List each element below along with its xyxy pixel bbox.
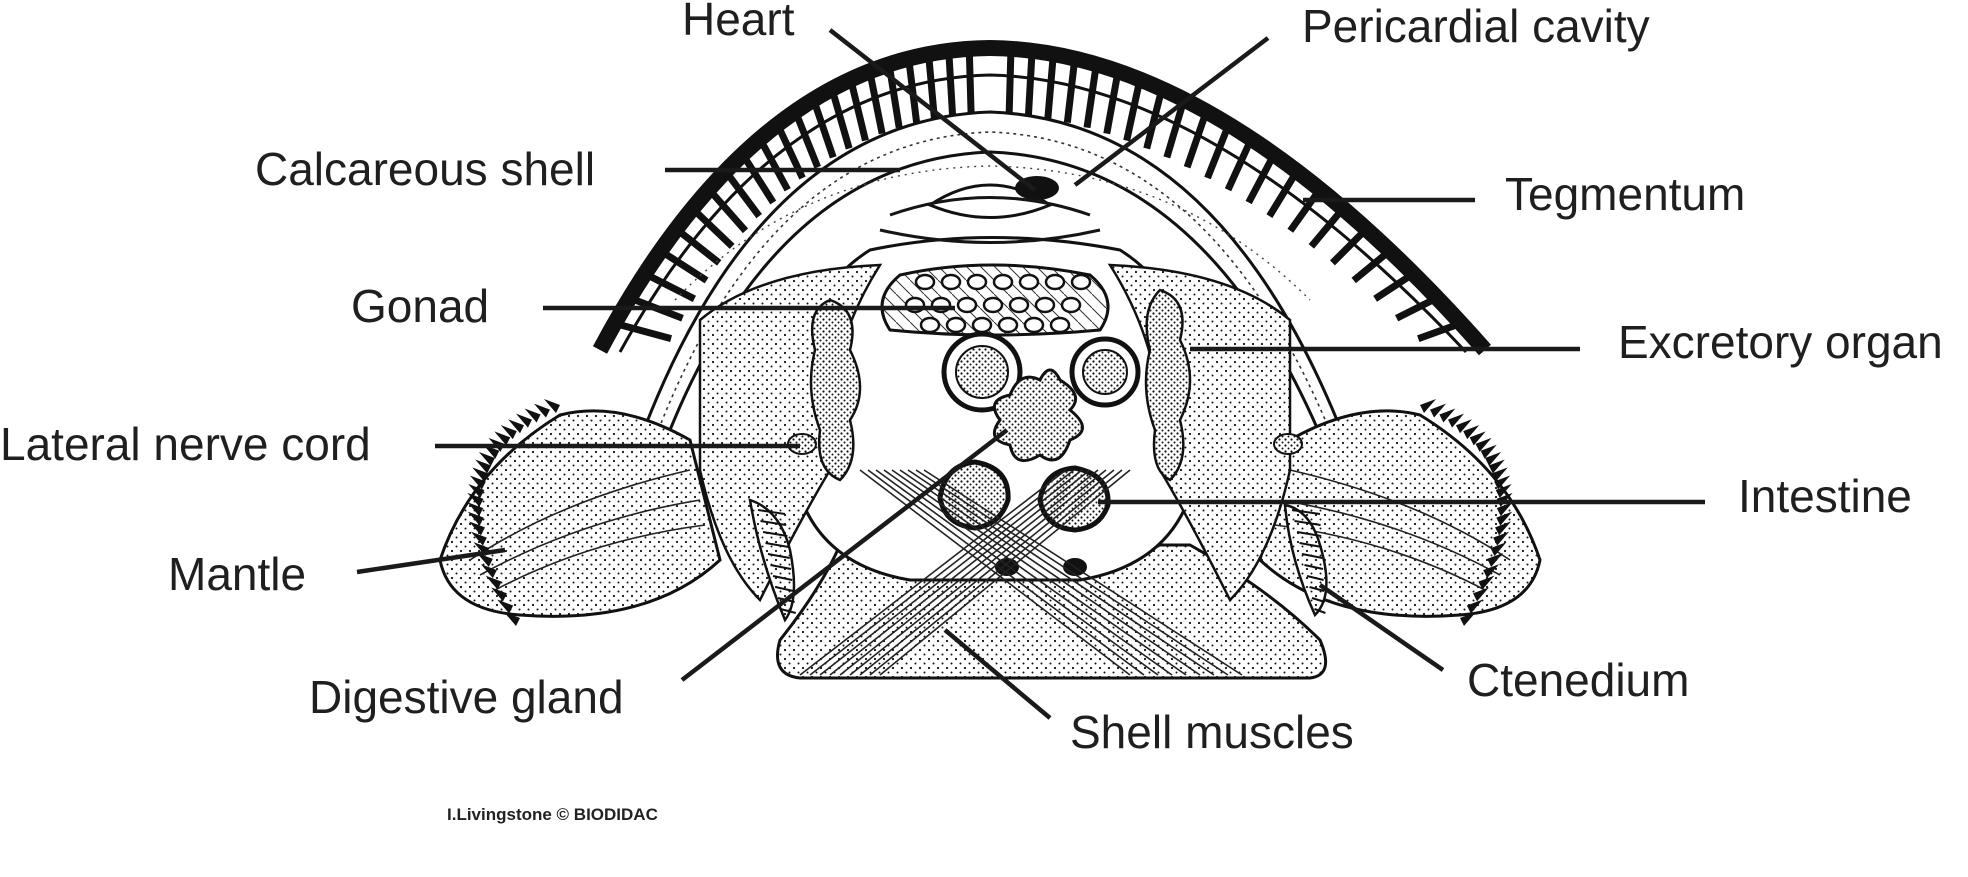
specimen-drawing xyxy=(438,39,1542,680)
label-shell-muscles: Shell muscles xyxy=(1070,706,1354,758)
leader-pericardial-cavity xyxy=(1073,36,1270,187)
label-excretory-organ: Excretory organ xyxy=(1618,316,1943,368)
excretory-organ-shape xyxy=(809,288,1192,482)
label-intestine: Intestine xyxy=(1738,470,1912,522)
leader-ctenedium xyxy=(1318,583,1445,672)
leader-heart xyxy=(828,28,1037,192)
leader-lines xyxy=(356,28,1705,720)
label-pericardial-cavity: Pericardial cavity xyxy=(1302,0,1650,52)
label-gonad: Gonad xyxy=(351,280,489,332)
calcareous-shell-shape xyxy=(638,110,1347,441)
labels: Heart Pericardial cavity Calcareous shel… xyxy=(0,0,1943,824)
label-mantle: Mantle xyxy=(168,548,306,600)
mantle-shape xyxy=(438,399,1542,626)
gonad-shape xyxy=(880,263,1110,337)
label-ctenedium: Ctenedium xyxy=(1467,654,1689,706)
credit-text: I.Livingstone © BIODIDAC xyxy=(447,805,658,824)
digestive-gland-shape xyxy=(992,368,1084,463)
leader-mantle xyxy=(356,547,506,575)
shell-muscles-shape xyxy=(799,469,1243,676)
label-heart: Heart xyxy=(682,0,795,45)
label-lateral-nerve-cord: Lateral nerve cord xyxy=(0,418,371,470)
label-calcareous-shell: Calcareous shell xyxy=(255,143,595,195)
leader-digestive-gland xyxy=(680,428,1009,682)
label-digestive-gland: Digestive gland xyxy=(309,671,624,723)
leader-shell-muscles xyxy=(943,628,1052,720)
label-tegmentum: Tegmentum xyxy=(1505,168,1745,220)
ctenedium-shape xyxy=(748,498,1328,623)
heart-shape xyxy=(879,176,1101,244)
